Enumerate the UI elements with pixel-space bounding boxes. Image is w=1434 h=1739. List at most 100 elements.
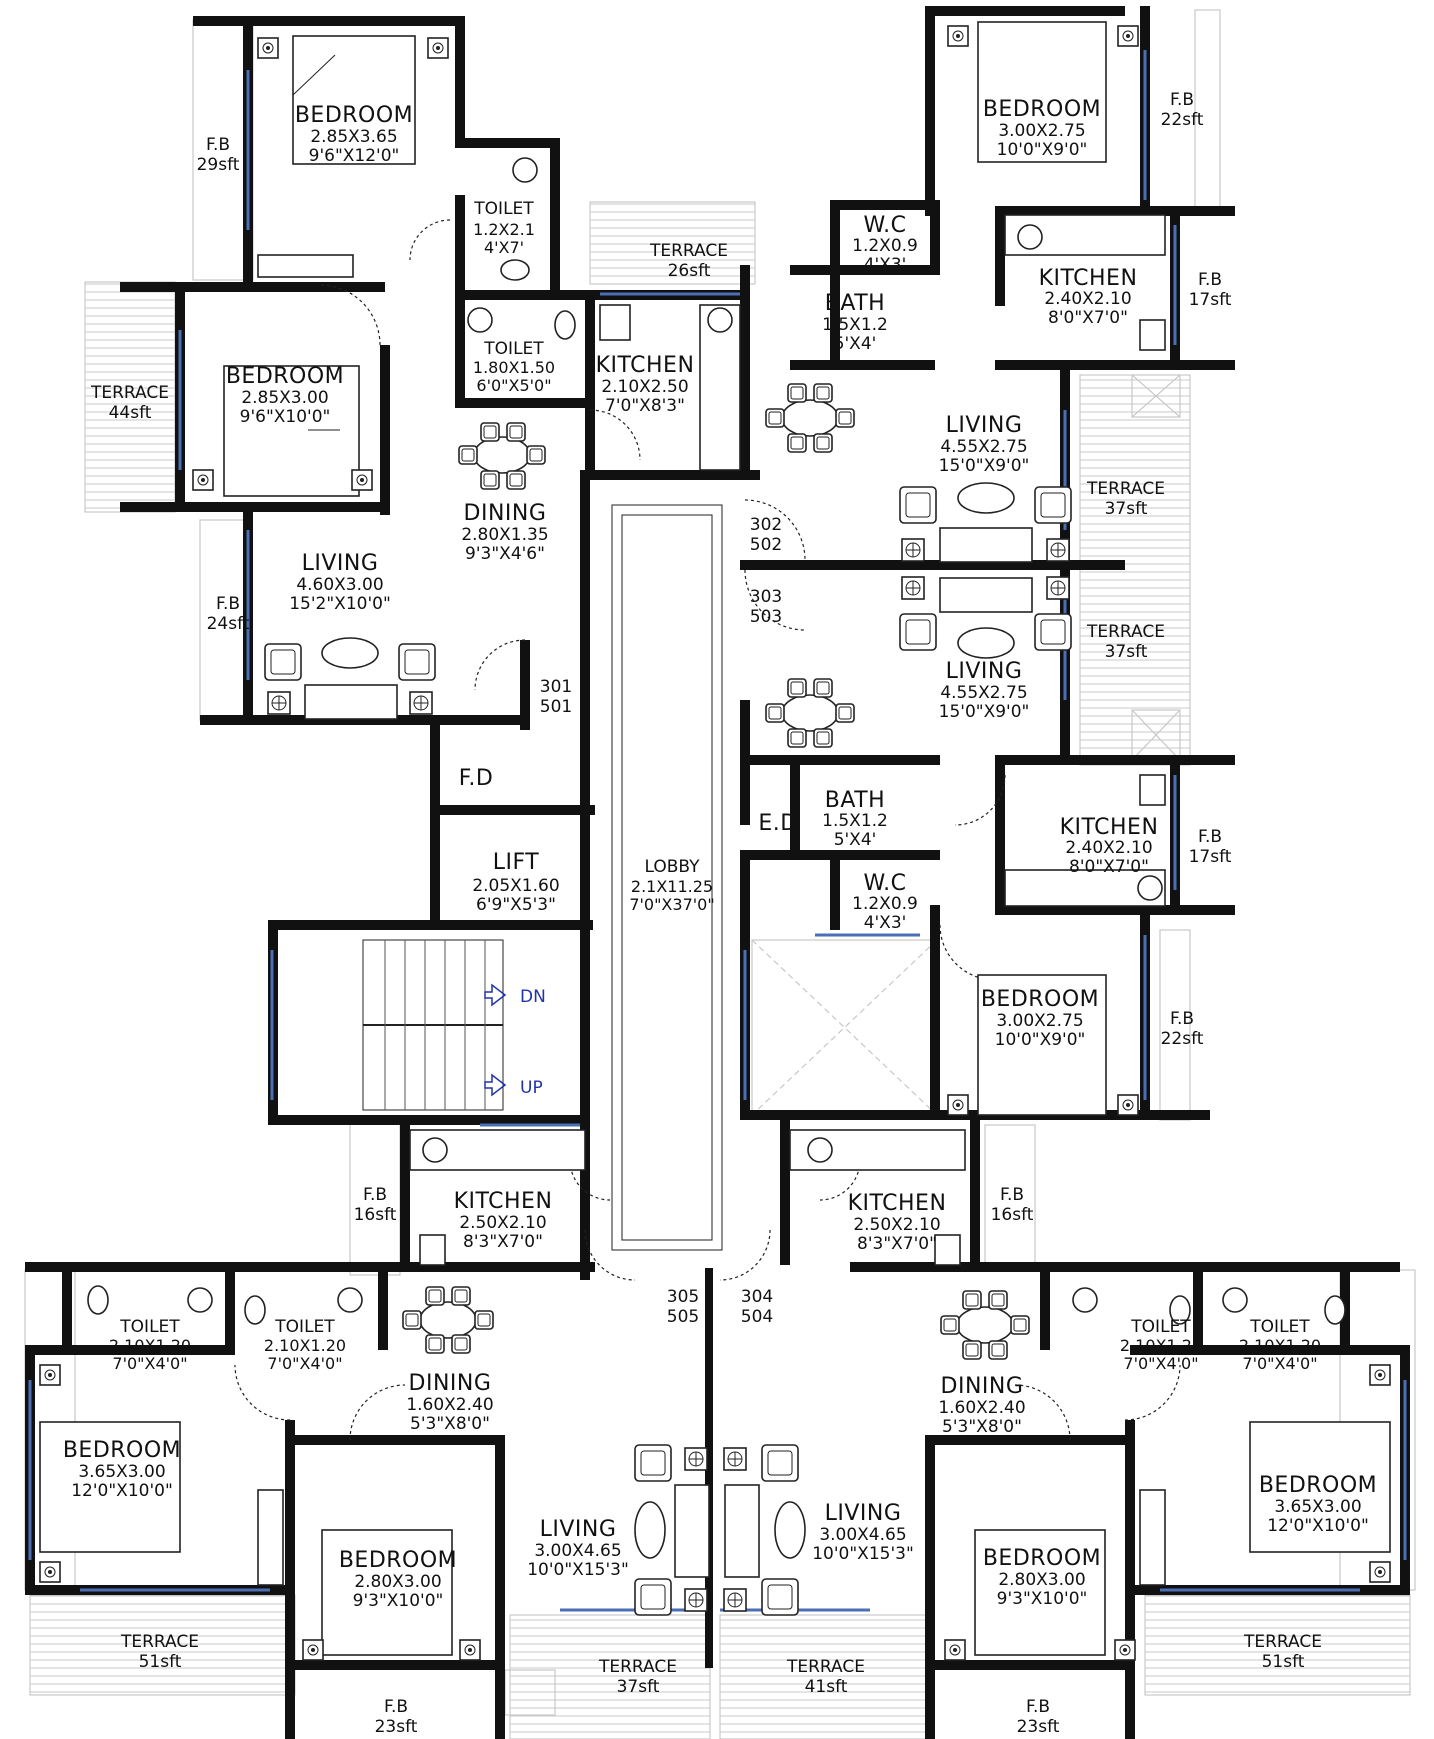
room-size-m: 1.5X1.2	[822, 811, 888, 831]
room-size-ft: 5'X4'	[834, 334, 877, 354]
terrace-label: TERRACE	[120, 1632, 199, 1652]
fb-area: 29sft	[197, 155, 240, 175]
flat-number: 504	[741, 1307, 773, 1327]
stair-down-label: DN	[520, 987, 546, 1007]
bed-icon	[223, 365, 360, 497]
room-name: BATH	[825, 788, 885, 813]
room-size-m: 3.00X2.75	[998, 121, 1085, 141]
room-size-m: 2.10X1.20	[1239, 1336, 1321, 1355]
room-size-ft: 15'2"X10'0"	[289, 594, 391, 614]
terrace-area: 37sft	[1105, 499, 1148, 519]
room-size-m: 2.10X2.50	[601, 377, 688, 397]
washbasin-icon	[422, 1137, 448, 1163]
terrace-areas	[24, 9, 1416, 1739]
wardrobe-icon	[257, 1489, 284, 1586]
fb-area: 22sft	[1161, 1029, 1204, 1049]
room-size-ft: 5'3"X8'0"	[942, 1417, 1022, 1437]
room-size-ft: 10'0"X15'3"	[812, 1544, 914, 1564]
room-name: BEDROOM	[1259, 1473, 1377, 1498]
room-name: DINING	[464, 501, 547, 526]
room-size-ft: 12'0"X10'0"	[71, 1481, 173, 1501]
room-name: LIVING	[946, 413, 1023, 438]
room-name: BEDROOM	[226, 364, 344, 389]
room-size-ft: 15'0"X9'0"	[939, 702, 1030, 722]
coffee-table-icon	[957, 627, 1015, 659]
fb-label: F.B	[384, 1697, 408, 1717]
wc-icon	[1169, 1295, 1191, 1325]
bed-icon	[39, 1421, 181, 1553]
stair-up-label: UP	[520, 1078, 543, 1098]
fb-label: F.B	[1170, 1009, 1194, 1029]
room-name: TOILET	[483, 339, 544, 359]
bed-icon	[977, 974, 1107, 1116]
room-size-m: 1.2X0.9	[852, 236, 918, 256]
coffee-table-icon	[321, 637, 379, 669]
sofa-icon	[674, 1484, 710, 1578]
room-name: KITCHEN	[1060, 815, 1159, 840]
room-size-m: 4.55X2.75	[940, 437, 1027, 457]
terrace-label: TERRACE	[786, 1657, 865, 1677]
room-size-m: 2.80X3.00	[998, 1570, 1085, 1590]
coffee-table-icon	[774, 1501, 806, 1559]
room-size-m: 4.60X3.00	[296, 575, 383, 595]
room-size-ft: 8'0"X7'0"	[1069, 857, 1149, 877]
stair-down-arrow-icon	[484, 983, 507, 1007]
fb-area: 23sft	[375, 1717, 418, 1737]
fb-label: F.B	[1198, 270, 1222, 290]
terrace-area: 26sft	[668, 261, 711, 281]
room-name: F.D	[459, 766, 494, 791]
room-size-ft: 9'3"X10'0"	[353, 1591, 444, 1611]
room-size-m: 1.2X0.9	[852, 894, 918, 914]
room-name: LIVING	[540, 1517, 617, 1542]
room-size-ft: 6'0"X5'0"	[476, 376, 551, 395]
room-size-ft: 5'3"X8'0"	[410, 1414, 490, 1434]
room-size-m: 2.40X2.10	[1065, 838, 1152, 858]
room-name: BEDROOM	[983, 1546, 1101, 1571]
room-name: TOILET	[1249, 1317, 1310, 1337]
room-size-m: 3.65X3.00	[1274, 1497, 1361, 1517]
room-size-ft: 10'0"X9'0"	[995, 1030, 1086, 1050]
room-size-m: 2.40X2.10	[1044, 289, 1131, 309]
fb-area: 17sft	[1189, 847, 1232, 867]
terrace-label: TERRACE	[1086, 479, 1165, 499]
room-name: KITCHEN	[596, 353, 695, 378]
room-size-ft: 8'0"X7'0"	[1048, 308, 1128, 328]
room-size-m: 2.1X11.25	[631, 877, 713, 896]
terrace-label: TERRACE	[649, 241, 728, 261]
terrace-area: 51sft	[139, 1652, 182, 1672]
room-size-ft: 7'0"X4'0"	[1242, 1354, 1317, 1373]
room-name: TOILET	[119, 1317, 180, 1337]
terrace-area: 37sft	[1105, 642, 1148, 662]
dining-table-icon	[781, 399, 839, 437]
sofa-icon	[939, 577, 1033, 613]
sofa-icon	[724, 1484, 760, 1578]
room-size-ft: 8'3"X7'0"	[463, 1232, 543, 1252]
lobby-outline	[611, 504, 723, 1251]
dining-table-icon	[419, 1301, 477, 1339]
room-name: LIVING	[302, 551, 379, 576]
room-size-m: 2.85X3.65	[310, 127, 397, 147]
terrace-area: 44sft	[109, 403, 152, 423]
room-size-m: 4.55X2.75	[940, 683, 1027, 703]
room-size-m: 2.10X1.20	[264, 1336, 346, 1355]
room-size-ft: 9'3"X10'0"	[997, 1589, 1088, 1609]
flat-number: 501	[540, 697, 572, 717]
room-size-ft: 10'0"X15'3"	[527, 1560, 629, 1580]
fb-label: F.B	[1198, 827, 1222, 847]
room-size-m: 1.60X2.40	[406, 1395, 493, 1415]
bed-icon	[321, 1529, 453, 1656]
dining-table-icon	[781, 694, 839, 732]
washbasin-icon	[337, 1287, 363, 1313]
fb-area: 23sft	[1017, 1717, 1060, 1737]
room-name: BEDROOM	[981, 987, 1099, 1012]
room-size-ft: 5'X4'	[834, 830, 877, 850]
room-size-ft: 9'6"X10'0"	[240, 407, 331, 427]
room-name: BATH	[825, 291, 885, 316]
room-name: E.D	[758, 811, 797, 836]
coffee-table-icon	[634, 1501, 666, 1559]
bed-icon	[977, 21, 1107, 163]
bed-icon	[292, 35, 416, 165]
room-name: BEDROOM	[339, 1548, 457, 1573]
terrace-label: TERRACE	[1086, 622, 1165, 642]
